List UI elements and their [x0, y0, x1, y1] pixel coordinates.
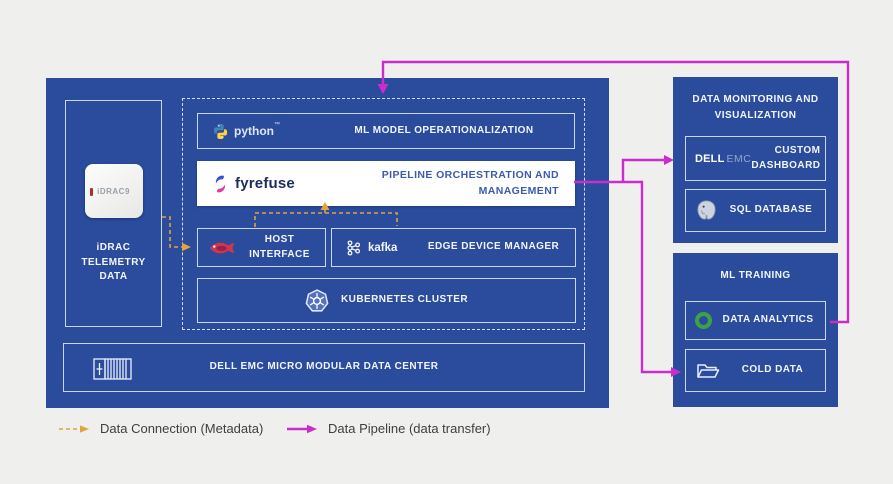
- monitoring-panel-title: DATA MONITORING AND VISUALIZATION: [692, 94, 819, 121]
- ml-training-panel: ML TRAINING DATA ANALYTICS COLD DATA: [673, 253, 838, 407]
- custom-dashboard-node: DELL EMC CUSTOM DASHBOARD: [685, 136, 826, 181]
- redfish-fish-icon: [208, 239, 236, 257]
- micro-modular-datacenter-node: DELL EMC MICRO MODULAR DATA CENTER: [63, 343, 585, 392]
- idrac-chip-icon: iDRAC9: [84, 164, 143, 218]
- python-logo: python™: [212, 122, 298, 140]
- pipeline-orchestration-node: fyrefuse PIPELINE ORCHESTRATION AND MANA…: [197, 161, 575, 206]
- postgresql-elephant-icon: [695, 199, 718, 222]
- pipeline-to-dashboard-connector: [621, 158, 665, 182]
- kubernetes-cluster-node: KUBERNETES CLUSTER: [197, 278, 576, 323]
- cold-data-node: COLD DATA: [685, 349, 826, 392]
- datacenter-label: DELL EMC MICRO MODULAR DATA CENTER: [209, 361, 439, 373]
- kafka-logo: kafka: [346, 239, 422, 256]
- host-interface-label: HOST INTERFACE: [249, 234, 310, 260]
- data-analytics-node: DATA ANALYTICS: [685, 301, 826, 340]
- orange-dashed-arrow-icon: [58, 423, 90, 435]
- python-wordmark: python: [234, 124, 274, 138]
- fyrefuse-wordmark: fyrefuse: [235, 175, 295, 192]
- orchestration-dashed-container: python™ ML MODEL OPERATIONALIZATION fyre…: [182, 98, 585, 330]
- kafka-icon: [346, 239, 362, 256]
- legend-data-connection: Data Connection (Metadata): [58, 421, 263, 436]
- legend-data-pipeline-label: Data Pipeline (data transfer): [328, 421, 491, 436]
- idrac-telemetry-label: iDRAC TELEMETRY DATA: [81, 242, 146, 282]
- legend-data-pipeline: Data Pipeline (data transfer): [286, 421, 491, 436]
- cold-data-label: COLD DATA: [741, 364, 804, 376]
- custom-dashboard-label: CUSTOM DASHBOARD: [751, 145, 821, 171]
- kubernetes-cluster-label: KUBERNETES CLUSTER: [341, 294, 468, 306]
- data-analytics-label: DATA ANALYTICS: [722, 314, 814, 326]
- emc-wordmark: EMC: [726, 152, 752, 165]
- open-folder-icon: [695, 361, 721, 381]
- idrac-telemetry-node: iDRAC9 iDRAC TELEMETRY DATA: [65, 100, 162, 327]
- dell-wordmark: DELL: [695, 152, 725, 165]
- python-icon: [212, 123, 229, 140]
- fyrefuse-logo: fyrefuse: [213, 174, 295, 194]
- edge-device-manager-label: EDGE DEVICE MANAGER: [427, 241, 560, 253]
- training-panel-title: ML TRAINING: [720, 270, 791, 281]
- ml-model-operationalization-node: python™ ML MODEL OPERATIONALIZATION: [197, 113, 575, 149]
- edge-device-manager-node: kafka EDGE DEVICE MANAGER: [331, 228, 576, 267]
- kubernetes-helm-icon: [305, 288, 329, 313]
- ml-model-label: ML MODEL OPERATIONALIZATION: [354, 124, 534, 136]
- sql-database-node: SQL DATABASE: [685, 189, 826, 232]
- idrac-led: [89, 188, 93, 196]
- data-monitoring-panel: DATA MONITORING AND VISUALIZATION DELL E…: [673, 77, 838, 243]
- host-interface-node: HOST INTERFACE: [197, 228, 326, 267]
- dellemc-logo: DELL EMC: [695, 153, 751, 165]
- shipping-container-icon: [90, 354, 136, 384]
- kafka-wordmark: kafka: [368, 241, 398, 254]
- magenta-solid-arrow-icon: [286, 423, 318, 435]
- idrac-chip-label: iDRAC9: [97, 186, 130, 196]
- pipeline-orchestration-label: PIPELINE ORCHESTRATION AND MANAGEMENT: [381, 168, 559, 197]
- python-trademark: ™: [274, 122, 280, 128]
- legend-data-connection-label: Data Connection (Metadata): [100, 421, 264, 436]
- green-ring-icon: [695, 312, 712, 329]
- edge-platform-panel: iDRAC9 iDRAC TELEMETRY DATA python™: [46, 78, 609, 408]
- fyrefuse-icon: [213, 174, 228, 194]
- sql-database-label: SQL DATABASE: [729, 204, 813, 216]
